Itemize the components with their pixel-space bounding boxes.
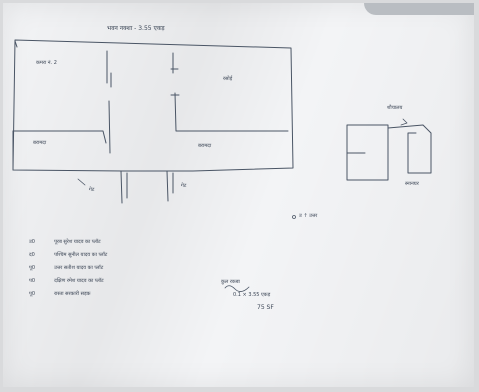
inset-bottom-label: स्नानघर (405, 181, 419, 187)
list-item: पू0 रास्ता सरकारी सड़क (29, 291, 91, 297)
wall-top-left (12, 40, 107, 144)
gate-left (120, 170, 128, 204)
list-item: पू0 उत्तर सतीश यादव का प्लॉट (29, 265, 104, 271)
wall-center-left (106, 50, 111, 154)
room-label-bottom-left: बरामदा (33, 140, 47, 146)
inset-outline (346, 124, 389, 181)
signature-line-2: 0.1 × 3.55 एकड़ (233, 292, 271, 298)
list-item: उ0 पूरब सुरेश यादव का प्लॉट (29, 239, 101, 245)
room-label-top-left: कमरा नं. 2 (36, 60, 57, 66)
signature-line-3: 75 SF (257, 304, 274, 311)
list-item: द0 पश्चिम सुनील यादव का प्लॉट (29, 252, 108, 258)
scanned-paper: भवन नक्शा - 3.55 एकड़ कमरा नं. 2 रसोई बर… (3, 3, 474, 387)
gate-label-left: गेट (89, 187, 95, 193)
gate-label-right: गेट (181, 183, 187, 189)
inset-stall (387, 124, 432, 174)
wall-door-marks (110, 68, 180, 96)
inset-arrow (400, 118, 408, 126)
wall-center-right (172, 52, 289, 132)
gate-mark (77, 178, 86, 186)
floor-plan-drawing (12, 39, 432, 292)
list-item: प0 दक्षिण रमेश यादव का प्लॉट (29, 278, 104, 284)
plan-title: भवन नक्शा - 3.55 एकड़ (107, 25, 165, 32)
room-label-bottom-right: बरामदा (198, 143, 212, 149)
signature-scribble (224, 285, 250, 292)
gate-right (166, 170, 174, 202)
compass-note: उ ↑ उत्तर (299, 213, 318, 219)
room-label-top-right: रसोई (223, 76, 233, 82)
signature-line-1: कुल रकबा (221, 279, 240, 285)
inset-top-label: शौचालय (387, 105, 403, 111)
paper-tear (364, 3, 474, 15)
compass-dot (292, 215, 296, 219)
